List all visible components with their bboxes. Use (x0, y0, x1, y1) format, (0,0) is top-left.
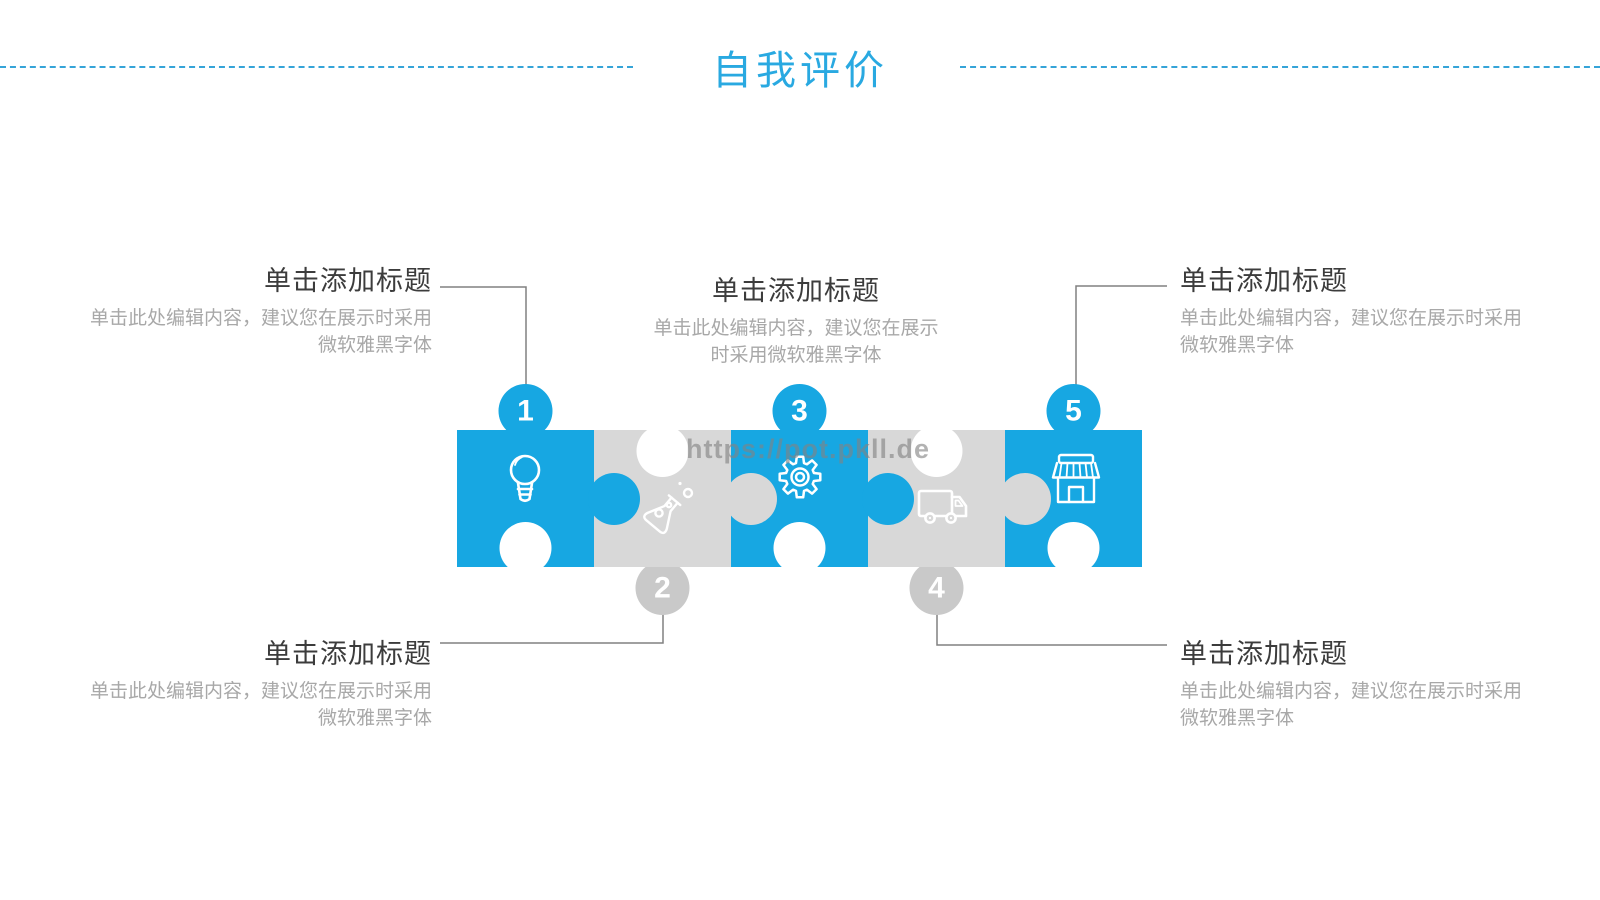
right-dashed-rule (960, 66, 1600, 68)
text-block-step-2[interactable]: 单击添加标题 单击此处编辑内容，建议您在展示时采用 微软雅黑字体 (52, 639, 432, 732)
block-title[interactable]: 单击添加标题 (264, 639, 432, 669)
block-body-line: 单击此处编辑内容，建议您在展示时采用 (89, 308, 432, 329)
left-dashed-rule (0, 66, 633, 68)
step-number-5: 5 (1065, 395, 1082, 428)
block-body-line: 微软雅黑字体 (317, 335, 432, 356)
text-block-step-4[interactable]: 单击添加标题 单击此处编辑内容，建议您在展示时采用 微软雅黑字体 (1180, 639, 1560, 732)
connector-step-4 (936, 614, 1167, 646)
step-number-2: 2 (654, 572, 671, 605)
block-body-line: 单击此处编辑内容，建议您在展示时采用 (1180, 681, 1523, 702)
step-badge-3[interactable] (772, 384, 827, 438)
step-number-3: 3 (791, 395, 808, 428)
block-title[interactable]: 单击添加标题 (1180, 639, 1348, 669)
puzzle-tab-2 (725, 473, 777, 525)
puzzle-notch-2 (636, 425, 689, 477)
puzzle-tab-3 (862, 473, 914, 525)
puzzle-notch-4 (910, 425, 963, 477)
truck-icon (917, 489, 968, 524)
block-body[interactable]: 单击此处编辑内容，建议您在展示时采用 微软雅黑字体 (52, 305, 432, 359)
flask-icon (643, 481, 694, 535)
puzzle-tab-4 (999, 473, 1051, 525)
block-body-line: 单击此处编辑内容，建议您在展示 (653, 318, 939, 339)
puzzle-notch-1 (499, 522, 552, 574)
step-badge-4[interactable] (909, 561, 964, 615)
block-title[interactable]: 单击添加标题 (264, 266, 432, 296)
connector-step-2 (440, 614, 664, 644)
block-body-line: 微软雅黑字体 (1180, 708, 1295, 729)
block-body-line: 微软雅黑字体 (317, 708, 432, 729)
step-number-1: 1 (517, 395, 534, 428)
puzzle-notch-5 (1047, 522, 1100, 574)
step-badge-2[interactable] (635, 561, 690, 615)
block-body[interactable]: 单击此处编辑内容，建议您在展示时采用 微软雅黑字体 (1180, 678, 1560, 732)
lightbulb-icon (509, 454, 541, 503)
gear-icon (778, 455, 822, 499)
store-icon (1051, 453, 1101, 504)
step-number-4: 4 (928, 572, 945, 605)
step-badge-1[interactable] (498, 384, 553, 438)
block-title[interactable]: 单击添加标题 (712, 276, 880, 306)
block-body-line: 单击此处编辑内容，建议您在展示时采用 (89, 681, 432, 702)
text-block-step-5[interactable]: 单击添加标题 单击此处编辑内容，建议您在展示时采用 微软雅黑字体 (1180, 266, 1560, 359)
block-body[interactable]: 单击此处编辑内容，建议您在展示时采用 微软雅黑字体 (52, 678, 432, 732)
page-title[interactable]: 自我评价 (712, 49, 888, 93)
block-body-line: 时采用微软雅黑字体 (710, 345, 882, 366)
block-body-line: 单击此处编辑内容，建议您在展示时采用 (1180, 308, 1523, 329)
watermark: https://pot.pkll.de (686, 434, 930, 464)
connector-step-1 (440, 286, 527, 385)
text-block-step-3[interactable]: 单击添加标题 单击此处编辑内容，建议您在展示 时采用微软雅黑字体 (616, 276, 976, 369)
block-body-line: 微软雅黑字体 (1180, 335, 1295, 356)
connector-step-5 (1075, 285, 1167, 385)
block-body[interactable]: 单击此处编辑内容，建议您在展示 时采用微软雅黑字体 (616, 315, 976, 369)
puzzle-notch-3 (773, 522, 826, 574)
block-title[interactable]: 单击添加标题 (1180, 266, 1348, 296)
block-body[interactable]: 单击此处编辑内容，建议您在展示时采用 微软雅黑字体 (1180, 305, 1560, 359)
step-badge-5[interactable] (1046, 384, 1101, 438)
text-block-step-1[interactable]: 单击添加标题 单击此处编辑内容，建议您在展示时采用 微软雅黑字体 (52, 266, 432, 359)
puzzle-tab-1 (588, 473, 640, 525)
